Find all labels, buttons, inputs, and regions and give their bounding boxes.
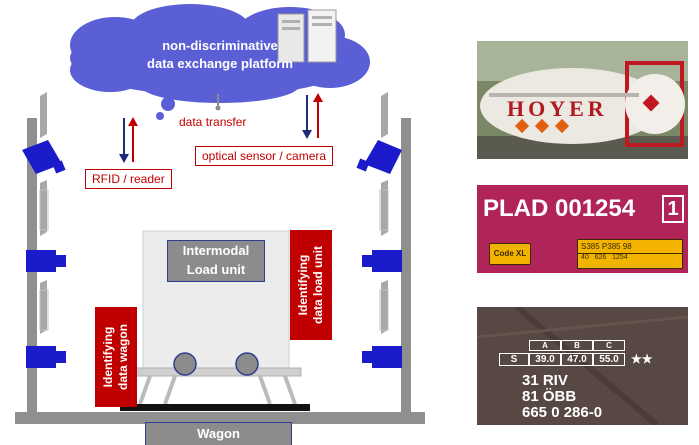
plad-check-digit: 1 [662,195,684,223]
wagon-mark-line2: 81 ÖBB [522,388,577,405]
identifying-wagon-line2: data wagon [116,323,131,391]
platform-title-line2: data exchange platform [147,56,293,71]
identifying-load-unit-line2: data load unit [311,246,325,324]
identifying-wagon-line1: Identifying [101,326,116,388]
plad-code: PLAD 001254 [483,195,636,222]
identifying-wagon-box: Identifying data wagon [95,307,137,407]
tank-container-photo: HOYER [477,41,688,159]
stars-mark: ★★ [631,352,653,366]
rfid-reader-label: RFID / reader [85,169,172,189]
load-unit-line2: Load unit [186,262,246,277]
tank-container-image [477,41,688,159]
load-table-value-a: 39.0 [529,352,561,366]
wagon-markings-photo: A B C S 39.0 47.0 55.0 ★★ 31 RIV 81 ÖBB … [477,307,688,425]
code-xl-badge: Code XL [489,243,531,265]
load-table-col-b: B [561,340,593,351]
wagon-chassis [120,352,310,411]
optical-sensor-label: optical sensor / camera [195,146,334,166]
wagon-mark-line3: 665 0 286-0 [522,404,603,421]
identifying-load-unit-box: Identifying data load unit [290,230,332,340]
wagon-number-block: 31 RIV 81 ÖBB 665 0 286-0 [522,373,602,421]
load-table-col-a: A [529,340,561,351]
rfid-reader-icon [26,346,66,368]
camera-icon [356,140,402,174]
wagon-markings-background [477,307,688,425]
data-transfer-label: data transfer [179,115,247,129]
rfid-arrows [119,117,138,163]
right-sensor-mast [379,92,389,334]
rfid-reader-icon [362,250,402,272]
load-table-value-b: 47.0 [561,352,593,366]
load-table-value-c: 55.0 [593,352,625,366]
load-limit-line1: S385 P385 98 [581,242,632,251]
load-table-header: A B C [529,340,625,351]
load-table-row-label: S [499,352,529,366]
left-sensor-mast [39,92,49,334]
load-table-col-c: C [593,340,625,351]
platform-title: non-discriminative data exchange platfor… [120,37,320,73]
tank-brand-text: HOYER [507,96,608,121]
load-unit-line1: Intermodal [182,243,250,258]
wagon-mark-line1: 31 RIV [522,372,568,389]
platform-title-line1: non-discriminative [162,38,278,53]
intermodal-load-unit-box: Intermodal Load unit [167,240,265,282]
plad-photo: PLAD 001254 1 Code XL S385 P385 98 40 62… [477,185,688,273]
load-table-row: S 39.0 47.0 55.0 ★★ [499,352,653,366]
server-icon [277,9,337,63]
rfid-reader-icon [26,250,66,272]
rfid-reader-icon [362,346,402,368]
load-limit-line2: 40 626 1254 [578,253,682,261]
identifying-load-unit-line1: Identifying [296,254,310,316]
camera-arrows [302,93,323,139]
wagon-label: Wagon [145,422,292,445]
load-limit-panel: S385 P385 98 40 626 1254 [577,239,683,269]
camera-icon [22,140,66,174]
